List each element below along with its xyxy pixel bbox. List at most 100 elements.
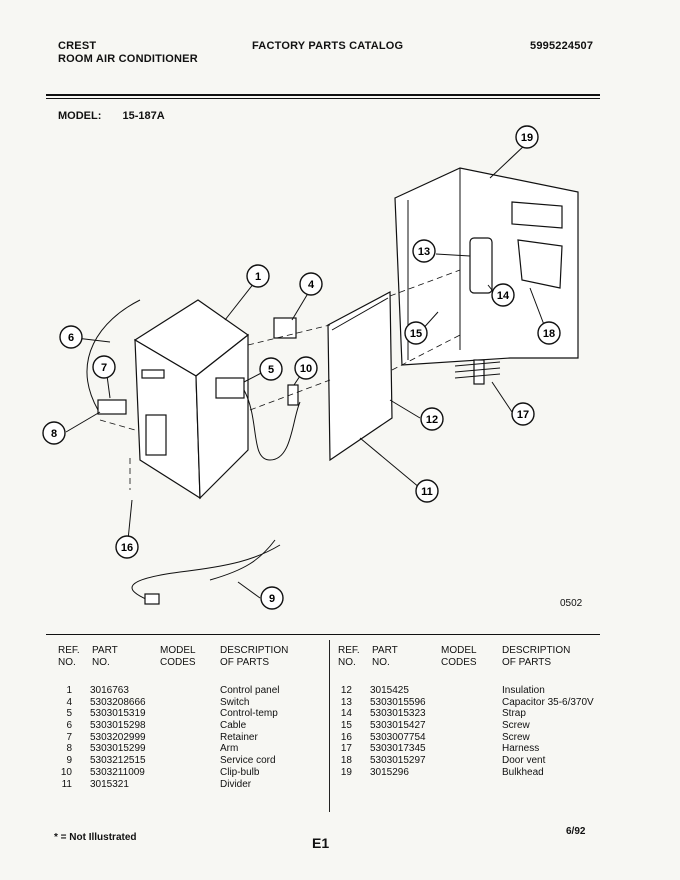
header-ref-line2: NO. bbox=[58, 657, 76, 668]
header-model-line2: CODES bbox=[160, 657, 196, 668]
callout-13: 13 bbox=[412, 239, 436, 263]
callout-label: 5 bbox=[268, 364, 274, 376]
table-row: 10 5303211009 Clip-bulb bbox=[0, 767, 330, 779]
assembly-line bbox=[99, 419, 136, 431]
callout-7: 7 bbox=[92, 355, 116, 379]
part-no: 5303015297 bbox=[370, 755, 426, 767]
description: Arm bbox=[220, 743, 239, 755]
header-part-line2: NO. bbox=[92, 657, 110, 668]
table-column-divider bbox=[329, 640, 330, 812]
description: Clip-bulb bbox=[220, 766, 260, 778]
callout-label: 15 bbox=[410, 328, 422, 340]
description: Door vent bbox=[502, 755, 546, 767]
ref-no: 9 bbox=[66, 755, 72, 767]
model-value: 15-187A bbox=[122, 110, 165, 122]
callout-label: 1 bbox=[255, 271, 261, 283]
ref-no: 11 bbox=[61, 778, 72, 790]
callout-19: 19 bbox=[515, 125, 539, 149]
part-no: 3015425 bbox=[370, 685, 409, 696]
part-no: 5303211009 bbox=[90, 766, 145, 778]
callout-label: 18 bbox=[543, 328, 555, 340]
switch-drawing bbox=[273, 317, 297, 339]
ref-no: 1 bbox=[66, 685, 72, 696]
header-model-line1: MODEL bbox=[441, 645, 477, 656]
callout-label: 12 bbox=[426, 414, 438, 426]
callout-label: 7 bbox=[101, 362, 107, 374]
part-no: 3015321 bbox=[90, 778, 129, 790]
page-id: E1 bbox=[312, 835, 330, 851]
callout-15: 15 bbox=[404, 321, 428, 345]
assembly-line bbox=[247, 324, 331, 346]
description: Harness bbox=[502, 743, 540, 755]
description: Capacitor 35-6/370V bbox=[502, 696, 594, 708]
callout-8: 8 bbox=[42, 421, 66, 445]
header-description: DESCRIPTION OF PARTS bbox=[220, 645, 288, 669]
header-part-line1: PART bbox=[372, 645, 398, 656]
description: Bulkhead bbox=[502, 766, 544, 778]
ref-no: 4 bbox=[66, 696, 72, 708]
ref-no: 13 bbox=[340, 696, 352, 708]
ref-no: 14 bbox=[340, 708, 352, 720]
description: Control panel bbox=[220, 685, 280, 696]
callout-label: 8 bbox=[51, 428, 57, 440]
header-ref-line2: NO. bbox=[338, 657, 356, 668]
ref-no: 16 bbox=[340, 731, 352, 743]
description: Screw bbox=[502, 720, 530, 732]
part-no: 5303208666 bbox=[90, 696, 146, 708]
callout-label: 11 bbox=[421, 486, 433, 498]
part-no: 5303017345 bbox=[370, 743, 426, 755]
brand-name: CREST ROOM AIR CONDITIONER bbox=[58, 40, 198, 66]
table-row: 4 5303208666 Switch bbox=[0, 697, 330, 709]
model-label: MODEL: bbox=[58, 110, 102, 122]
harness-drawing bbox=[454, 359, 501, 385]
part-no: 5303015596 bbox=[370, 696, 426, 708]
header-model-line2: CODES bbox=[441, 657, 477, 668]
part-no: 3015296 bbox=[370, 766, 409, 778]
retainer-drawing bbox=[97, 399, 127, 415]
part-no: 5303202999 bbox=[90, 731, 146, 743]
ref-no: 15 bbox=[340, 720, 352, 732]
part-no: 5303015319 bbox=[90, 708, 146, 720]
description: Switch bbox=[220, 696, 250, 708]
brand-line-1: CREST bbox=[58, 40, 97, 52]
header-ref: REF. NO. bbox=[338, 645, 360, 669]
description: Control-temp bbox=[220, 708, 278, 720]
part-no: 5303007754 bbox=[370, 731, 426, 743]
callout-17: 17 bbox=[511, 402, 535, 426]
header-desc-line1: DESCRIPTION bbox=[502, 645, 571, 656]
callout-5: 5 bbox=[259, 357, 283, 381]
assembly-line bbox=[389, 269, 461, 297]
ref-no: 6 bbox=[66, 720, 72, 732]
callout-1: 1 bbox=[246, 264, 270, 288]
header-part: PART NO. bbox=[372, 645, 398, 669]
table-top-rule bbox=[46, 634, 600, 635]
ref-no: 12 bbox=[340, 685, 352, 696]
divider-panel-drawing bbox=[327, 291, 393, 462]
table-row: 13 5303015596 Capacitor 35-6/370V bbox=[0, 697, 680, 709]
header-model-line1: MODEL bbox=[160, 645, 196, 656]
description: Service cord bbox=[220, 755, 276, 767]
callout-label: 6 bbox=[68, 332, 74, 344]
publication-number: 5995224507 bbox=[530, 40, 594, 52]
callout-6: 6 bbox=[59, 325, 83, 349]
callout-label: 14 bbox=[497, 290, 510, 302]
part-no: 5303015299 bbox=[90, 743, 146, 755]
not-illustrated-note: * = Not Illustrated bbox=[54, 832, 137, 843]
header-desc-line2: OF PARTS bbox=[502, 657, 552, 668]
description: Retainer bbox=[220, 731, 258, 743]
header-part: PART NO. bbox=[92, 645, 118, 669]
ref-no: 10 bbox=[60, 766, 72, 778]
header-ref-line1: REF. bbox=[338, 645, 360, 656]
callout-14: 14 bbox=[491, 283, 515, 307]
model-line: MODEL: 15-187A bbox=[58, 110, 165, 122]
